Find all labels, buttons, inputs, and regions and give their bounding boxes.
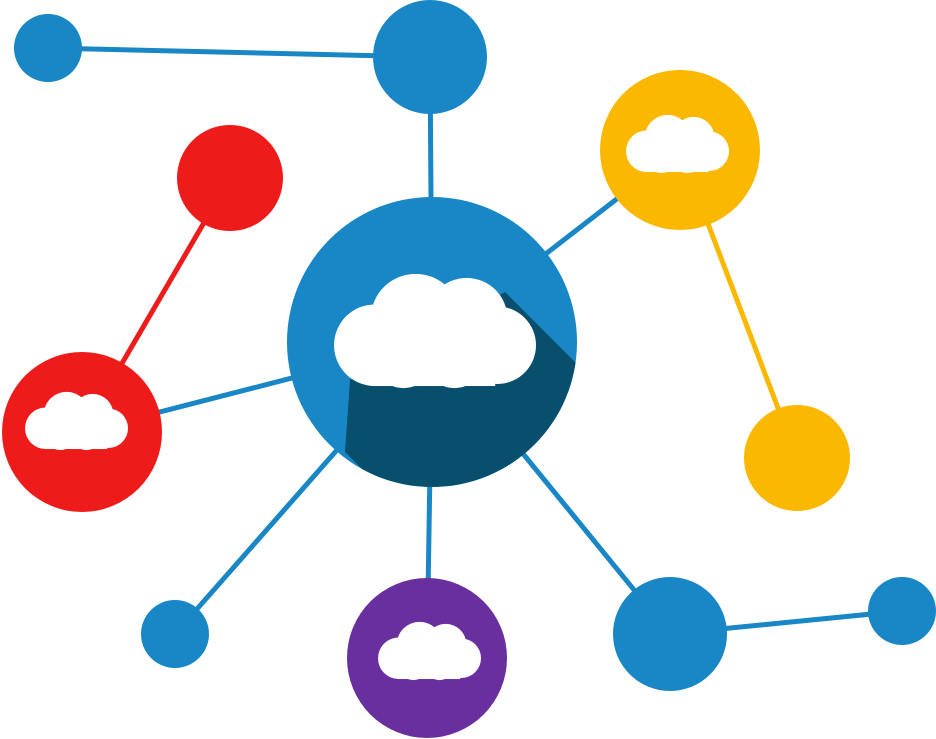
node-blue-bottom-left	[141, 600, 209, 668]
node-blue-bottom-right	[613, 577, 727, 691]
node-blue-far-right	[868, 577, 936, 645]
edge	[45, 45, 433, 60]
node-purple-cloud	[347, 578, 507, 738]
node-red-small	[177, 125, 283, 231]
node-blue-top	[373, 0, 487, 114]
node-yellow-small	[744, 405, 850, 511]
node-yellow-cloud	[600, 70, 760, 230]
node-red-cloud	[2, 352, 162, 512]
node-blue-small	[14, 14, 82, 82]
